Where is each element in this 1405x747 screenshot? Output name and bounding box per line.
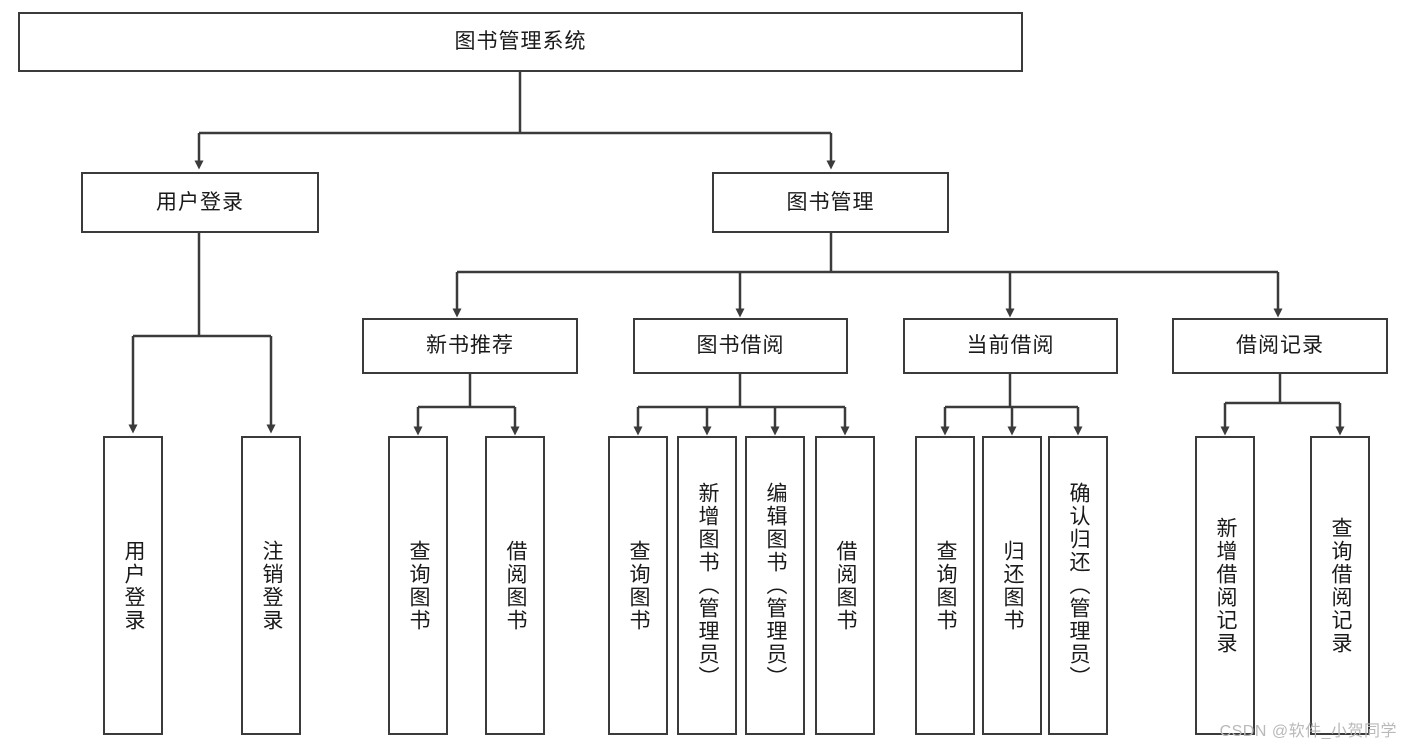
node-user-login-label: 用户登录 bbox=[156, 190, 244, 214]
node-new-book-recommend-label: 新书推荐 bbox=[426, 334, 514, 358]
leaf-bb-query-book[interactable]: 查询图书 bbox=[608, 436, 668, 735]
leaf-br-query-record[interactable]: 查询借阅记录 bbox=[1310, 436, 1370, 735]
node-book-manage-label: 图书管理 bbox=[786, 190, 875, 214]
leaf-nb-query-book[interactable]: 查询图书 bbox=[388, 436, 448, 735]
leaf-cb-query-book-label: 查询图书 bbox=[934, 539, 958, 632]
leaf-bb-add-book-label: 新增图书（管理员） bbox=[696, 482, 720, 689]
leaf-br-add-record-label: 新增借阅记录 bbox=[1214, 516, 1238, 655]
node-book-borrow[interactable]: 图书借阅 bbox=[633, 318, 848, 374]
leaf-cb-return-book-label: 归还图书 bbox=[1001, 539, 1025, 632]
leaf-bb-add-book[interactable]: 新增图书（管理员） bbox=[677, 436, 737, 735]
leaf-logout-label: 注销登录 bbox=[260, 539, 284, 632]
node-book-borrow-label: 图书借阅 bbox=[696, 334, 785, 358]
leaf-bb-edit-book-label: 编辑图书（管理员） bbox=[764, 482, 788, 689]
leaf-nb-borrow-book-label: 借阅图书 bbox=[504, 539, 528, 632]
leaf-cb-query-book[interactable]: 查询图书 bbox=[915, 436, 975, 735]
node-current-borrow[interactable]: 当前借阅 bbox=[903, 318, 1118, 374]
node-borrow-record-label: 借阅记录 bbox=[1236, 334, 1324, 358]
node-user-login[interactable]: 用户登录 bbox=[81, 172, 319, 233]
leaf-logout[interactable]: 注销登录 bbox=[241, 436, 301, 735]
leaf-br-add-record[interactable]: 新增借阅记录 bbox=[1195, 436, 1255, 735]
node-root[interactable]: 图书管理系统 bbox=[18, 12, 1023, 72]
leaf-bb-borrow-book[interactable]: 借阅图书 bbox=[815, 436, 875, 735]
leaf-br-query-record-label: 查询借阅记录 bbox=[1329, 516, 1353, 655]
node-root-label: 图书管理系统 bbox=[454, 30, 587, 54]
leaf-bb-edit-book[interactable]: 编辑图书（管理员） bbox=[745, 436, 805, 735]
leaf-user-login-label: 用户登录 bbox=[122, 539, 146, 632]
leaf-nb-borrow-book[interactable]: 借阅图书 bbox=[485, 436, 545, 735]
node-current-borrow-label: 当前借阅 bbox=[966, 334, 1055, 358]
node-borrow-record[interactable]: 借阅记录 bbox=[1172, 318, 1388, 374]
leaf-bb-borrow-book-label: 借阅图书 bbox=[834, 539, 858, 632]
leaf-cb-confirm-return-label: 确认归还（管理员） bbox=[1067, 482, 1091, 689]
leaf-user-login[interactable]: 用户登录 bbox=[103, 436, 163, 735]
node-new-book-recommend[interactable]: 新书推荐 bbox=[362, 318, 578, 374]
leaf-nb-query-book-label: 查询图书 bbox=[407, 539, 431, 632]
leaf-cb-confirm-return[interactable]: 确认归还（管理员） bbox=[1048, 436, 1108, 735]
node-book-manage[interactable]: 图书管理 bbox=[712, 172, 949, 233]
leaf-cb-return-book[interactable]: 归还图书 bbox=[982, 436, 1042, 735]
leaf-bb-query-book-label: 查询图书 bbox=[627, 539, 651, 632]
